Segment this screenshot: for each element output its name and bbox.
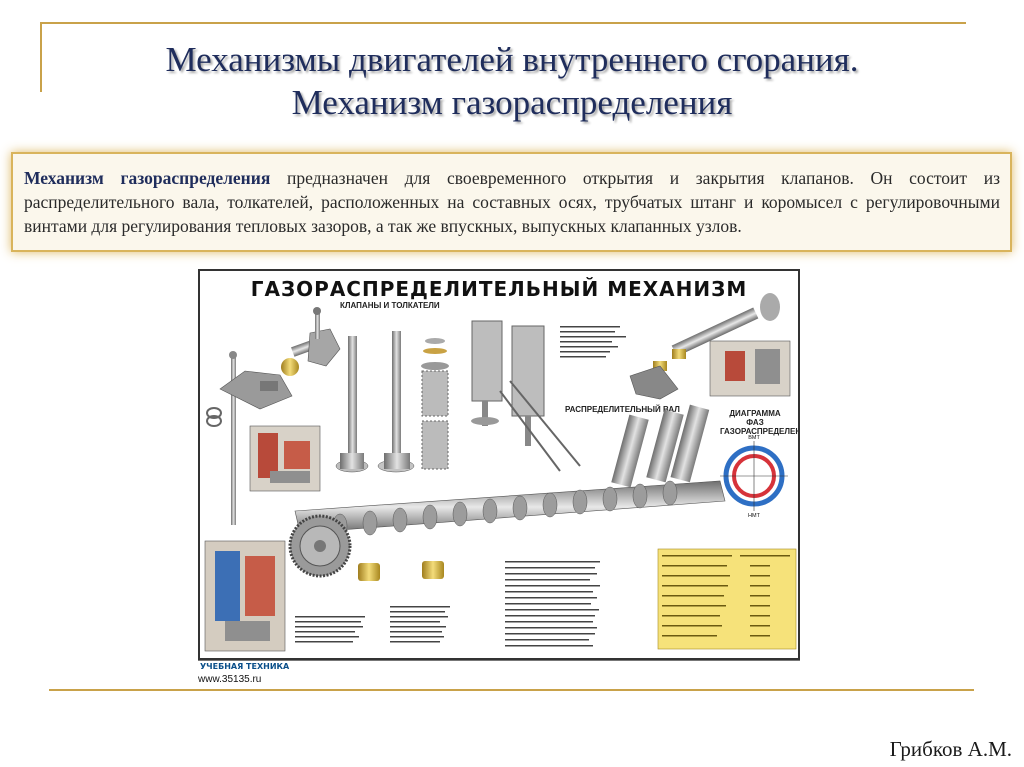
description-text: предназначен для своевременного открытия… bbox=[24, 168, 1000, 236]
poster-footer: УЧЕБНАЯ ТЕХНИКА bbox=[198, 660, 800, 675]
camshaft bbox=[294, 480, 726, 539]
diagram-label-bdc: НМТ bbox=[748, 513, 761, 519]
valve-timing-diagram: ВМТ НМТ bbox=[720, 435, 788, 519]
tappet-tall-1 bbox=[335, 336, 369, 473]
valve-assembly-1 bbox=[471, 320, 503, 426]
cylinder-head-section-right bbox=[709, 340, 791, 397]
description-box: Механизм газораспределения предназначен … bbox=[11, 152, 1012, 252]
slide-title-line-2: Механизм газораспределения bbox=[291, 83, 733, 122]
push-rod-long bbox=[229, 351, 237, 525]
engine-block-section bbox=[204, 540, 286, 652]
rocker-cluster-right bbox=[611, 404, 710, 488]
poster-logo: УЧЕБНАЯ ТЕХНИКА bbox=[200, 662, 290, 671]
valve-assembly-2 bbox=[511, 325, 545, 446]
cylinder-head-section-top bbox=[249, 425, 321, 492]
rocker-arm-left bbox=[219, 358, 299, 410]
description-term: Механизм газораспределения bbox=[24, 168, 271, 188]
poster-url: www.35135.ru bbox=[198, 674, 262, 685]
poster-subtitle-valves: КЛАПАНЫ И ТОЛКАТЕЛИ bbox=[340, 301, 440, 310]
poster-illustration: ГАЗОРАСПРЕДЕЛИТЕЛЬНЫЙ МЕХАНИЗМ КЛАПАНЫ И… bbox=[198, 269, 800, 660]
frame-bottom-line bbox=[49, 689, 974, 691]
brass-bushings-bottom bbox=[358, 561, 444, 581]
author-name: Грибков А.М. bbox=[889, 737, 1012, 761]
poster-subtitle-phase-diagram: ДИАГРАММА ФАЗ ГАЗОРАСПРЕДЕЛЕНИЯ bbox=[720, 409, 798, 436]
slide-title-line-1: Механизмы двигателей внутреннего сгорани… bbox=[165, 40, 859, 79]
washer-rings bbox=[206, 407, 222, 427]
camshaft-gear bbox=[288, 514, 352, 578]
poster-drawing: ВМТ НМТ bbox=[204, 293, 797, 652]
valve-springs bbox=[421, 338, 449, 470]
poster-subtitle-camshaft: РАСПРЕДЕЛИТЕЛЬНЫЙ ВАЛ bbox=[565, 405, 680, 414]
timing-table bbox=[657, 548, 797, 650]
tappet-tall-2 bbox=[377, 331, 415, 473]
frame-left-line bbox=[40, 22, 42, 92]
parts-list-center bbox=[505, 561, 600, 647]
rocker-arm-center bbox=[291, 307, 341, 367]
parts-list-left bbox=[295, 606, 450, 643]
push-rod-top-right bbox=[671, 293, 780, 357]
slide-title: Механизмы двигателей внутреннего сгорани… bbox=[0, 38, 1024, 124]
frame-top-line bbox=[40, 22, 966, 24]
diagram-label-tdc: ВМТ bbox=[748, 435, 760, 441]
long-valve-stems bbox=[499, 380, 581, 472]
parts-list-top bbox=[560, 326, 626, 358]
poster-title: ГАЗОРАСПРЕДЕЛИТЕЛЬНЫЙ МЕХАНИЗМ bbox=[250, 277, 748, 301]
rocker-arm-right bbox=[629, 365, 679, 400]
